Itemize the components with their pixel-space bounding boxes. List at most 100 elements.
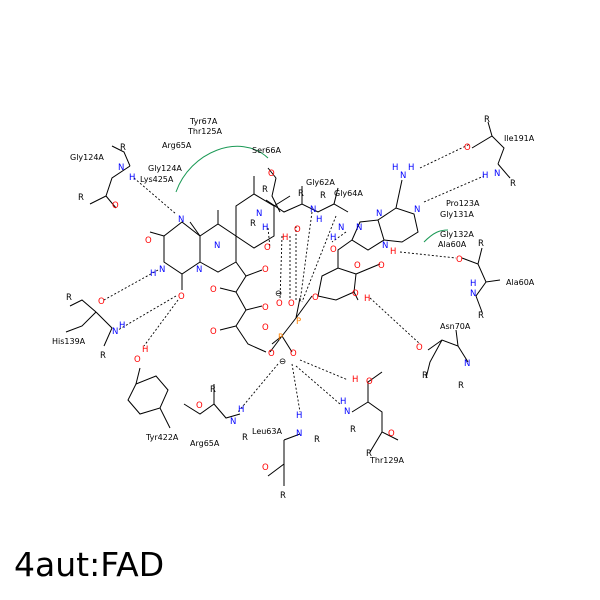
atom-h: H bbox=[119, 321, 125, 331]
atom-o: O bbox=[262, 303, 269, 313]
atom-o: O bbox=[262, 265, 269, 275]
label-gly64: Gly64A bbox=[334, 189, 363, 198]
atom-o: O bbox=[290, 349, 297, 359]
bond-skeleton bbox=[65, 121, 511, 486]
atom-r: R bbox=[210, 385, 216, 395]
label-ile191: Ile191A bbox=[504, 134, 535, 143]
atom-n: N bbox=[230, 417, 236, 427]
atom-r: R bbox=[250, 219, 256, 229]
atom-p: P bbox=[296, 317, 301, 327]
atom-o: O bbox=[98, 297, 105, 307]
atom-h: H bbox=[482, 171, 488, 181]
label-leu63: Leu63A bbox=[252, 427, 282, 436]
label-pro123: Pro123A bbox=[446, 199, 480, 208]
atom-o: O bbox=[330, 245, 337, 255]
atom-o: O bbox=[288, 299, 295, 309]
atom-n: N bbox=[178, 215, 184, 225]
atom-r: R bbox=[510, 179, 516, 189]
atom-o: O bbox=[366, 377, 373, 387]
atom-o: O bbox=[264, 243, 271, 253]
atom-o: O bbox=[196, 401, 203, 411]
atom-n: N bbox=[464, 359, 470, 369]
atom-p: P bbox=[278, 333, 283, 343]
atom-n: N bbox=[296, 429, 302, 439]
label-gly124: Gly124A bbox=[70, 153, 104, 162]
atom-h: H bbox=[390, 247, 396, 257]
atom-o: O bbox=[262, 463, 269, 473]
atom-o: O bbox=[268, 349, 275, 359]
atom-n: N bbox=[414, 205, 420, 215]
atom-o: O bbox=[354, 261, 361, 271]
atom-o: O bbox=[145, 236, 152, 246]
atom-r: R bbox=[478, 311, 484, 321]
atom-r: R bbox=[314, 435, 320, 445]
atom-h: H bbox=[408, 163, 414, 173]
label-his139: His139A bbox=[52, 337, 86, 346]
atom-h: H bbox=[262, 223, 268, 233]
atom-h: H bbox=[282, 233, 288, 243]
atom-r: R bbox=[100, 351, 106, 361]
atom-r: R bbox=[458, 381, 464, 391]
atom-h: H bbox=[238, 405, 244, 415]
atom-h: H bbox=[296, 411, 302, 421]
label-gly131: Gly131A bbox=[440, 210, 474, 219]
atom-n: N bbox=[494, 169, 500, 179]
atom-o: O bbox=[112, 201, 119, 211]
atom-h: H bbox=[142, 345, 148, 355]
atom-h: H bbox=[470, 279, 476, 289]
atom-o: O bbox=[210, 327, 217, 337]
label-thr129: Thr129A bbox=[369, 456, 405, 465]
atom-n: N bbox=[112, 327, 118, 337]
atom-r: R bbox=[320, 191, 326, 201]
atom-o: O bbox=[312, 293, 319, 303]
atom-o: O bbox=[416, 343, 423, 353]
atom-o: O bbox=[378, 261, 385, 271]
atom-n: N bbox=[310, 205, 316, 215]
label-ala60: Ala60A bbox=[506, 278, 535, 287]
charge-minus: ⊖ bbox=[279, 357, 286, 367]
atom-r: R bbox=[366, 449, 372, 459]
atom-n: N bbox=[338, 223, 344, 233]
atom-r: R bbox=[350, 425, 356, 435]
atom-n: N bbox=[376, 209, 382, 219]
label-gly124-hydrophobic: Gly124A bbox=[148, 164, 182, 173]
charge-minus: ⊖ bbox=[275, 289, 282, 299]
atom-r: R bbox=[262, 185, 268, 195]
atom-n: N bbox=[382, 241, 388, 251]
label-asn70: Asn70A bbox=[440, 322, 471, 331]
atom-h: H bbox=[150, 269, 156, 279]
atom-o: O bbox=[388, 429, 395, 439]
atom-n: N bbox=[159, 265, 165, 275]
hydrophobic-contacts bbox=[175, 145, 449, 243]
atom-n: N bbox=[256, 209, 262, 219]
label-gly62: Gly62A bbox=[306, 178, 335, 187]
atom-o: O bbox=[268, 169, 275, 179]
atom-r: R bbox=[298, 189, 304, 199]
atom-o: O bbox=[178, 292, 185, 302]
atom-o: O bbox=[464, 143, 471, 153]
label-tyr422: Tyr422A bbox=[145, 433, 179, 442]
atom-r: R bbox=[280, 491, 286, 501]
residue-labels: Tyr67A Thr125A Arg65A Gly124A Lys425A Pr… bbox=[52, 117, 535, 465]
atom-r: R bbox=[242, 433, 248, 443]
atom-n: N bbox=[344, 407, 350, 417]
atom-r: R bbox=[120, 143, 126, 153]
atom-r: R bbox=[422, 371, 428, 381]
hydrogen-bonds bbox=[103, 143, 485, 413]
atom-h: H bbox=[392, 163, 398, 173]
atom-o: O bbox=[294, 225, 301, 235]
label-ala60-hydrophobic: Ala60A bbox=[438, 240, 467, 249]
page-title: 4aut:FAD bbox=[14, 545, 165, 584]
atom-o: O bbox=[134, 355, 141, 365]
atom-h: H bbox=[129, 173, 135, 183]
atom-n: N bbox=[196, 265, 202, 275]
label-gly132: Gly132A bbox=[440, 230, 474, 239]
atom-r: R bbox=[484, 115, 490, 125]
atom-o: O bbox=[352, 289, 359, 299]
atom-n: N bbox=[214, 241, 220, 251]
atom-n: N bbox=[400, 171, 406, 181]
atom-h: H bbox=[352, 375, 358, 385]
label-lys425: Lys425A bbox=[140, 175, 174, 184]
atom-n: N bbox=[356, 223, 362, 233]
